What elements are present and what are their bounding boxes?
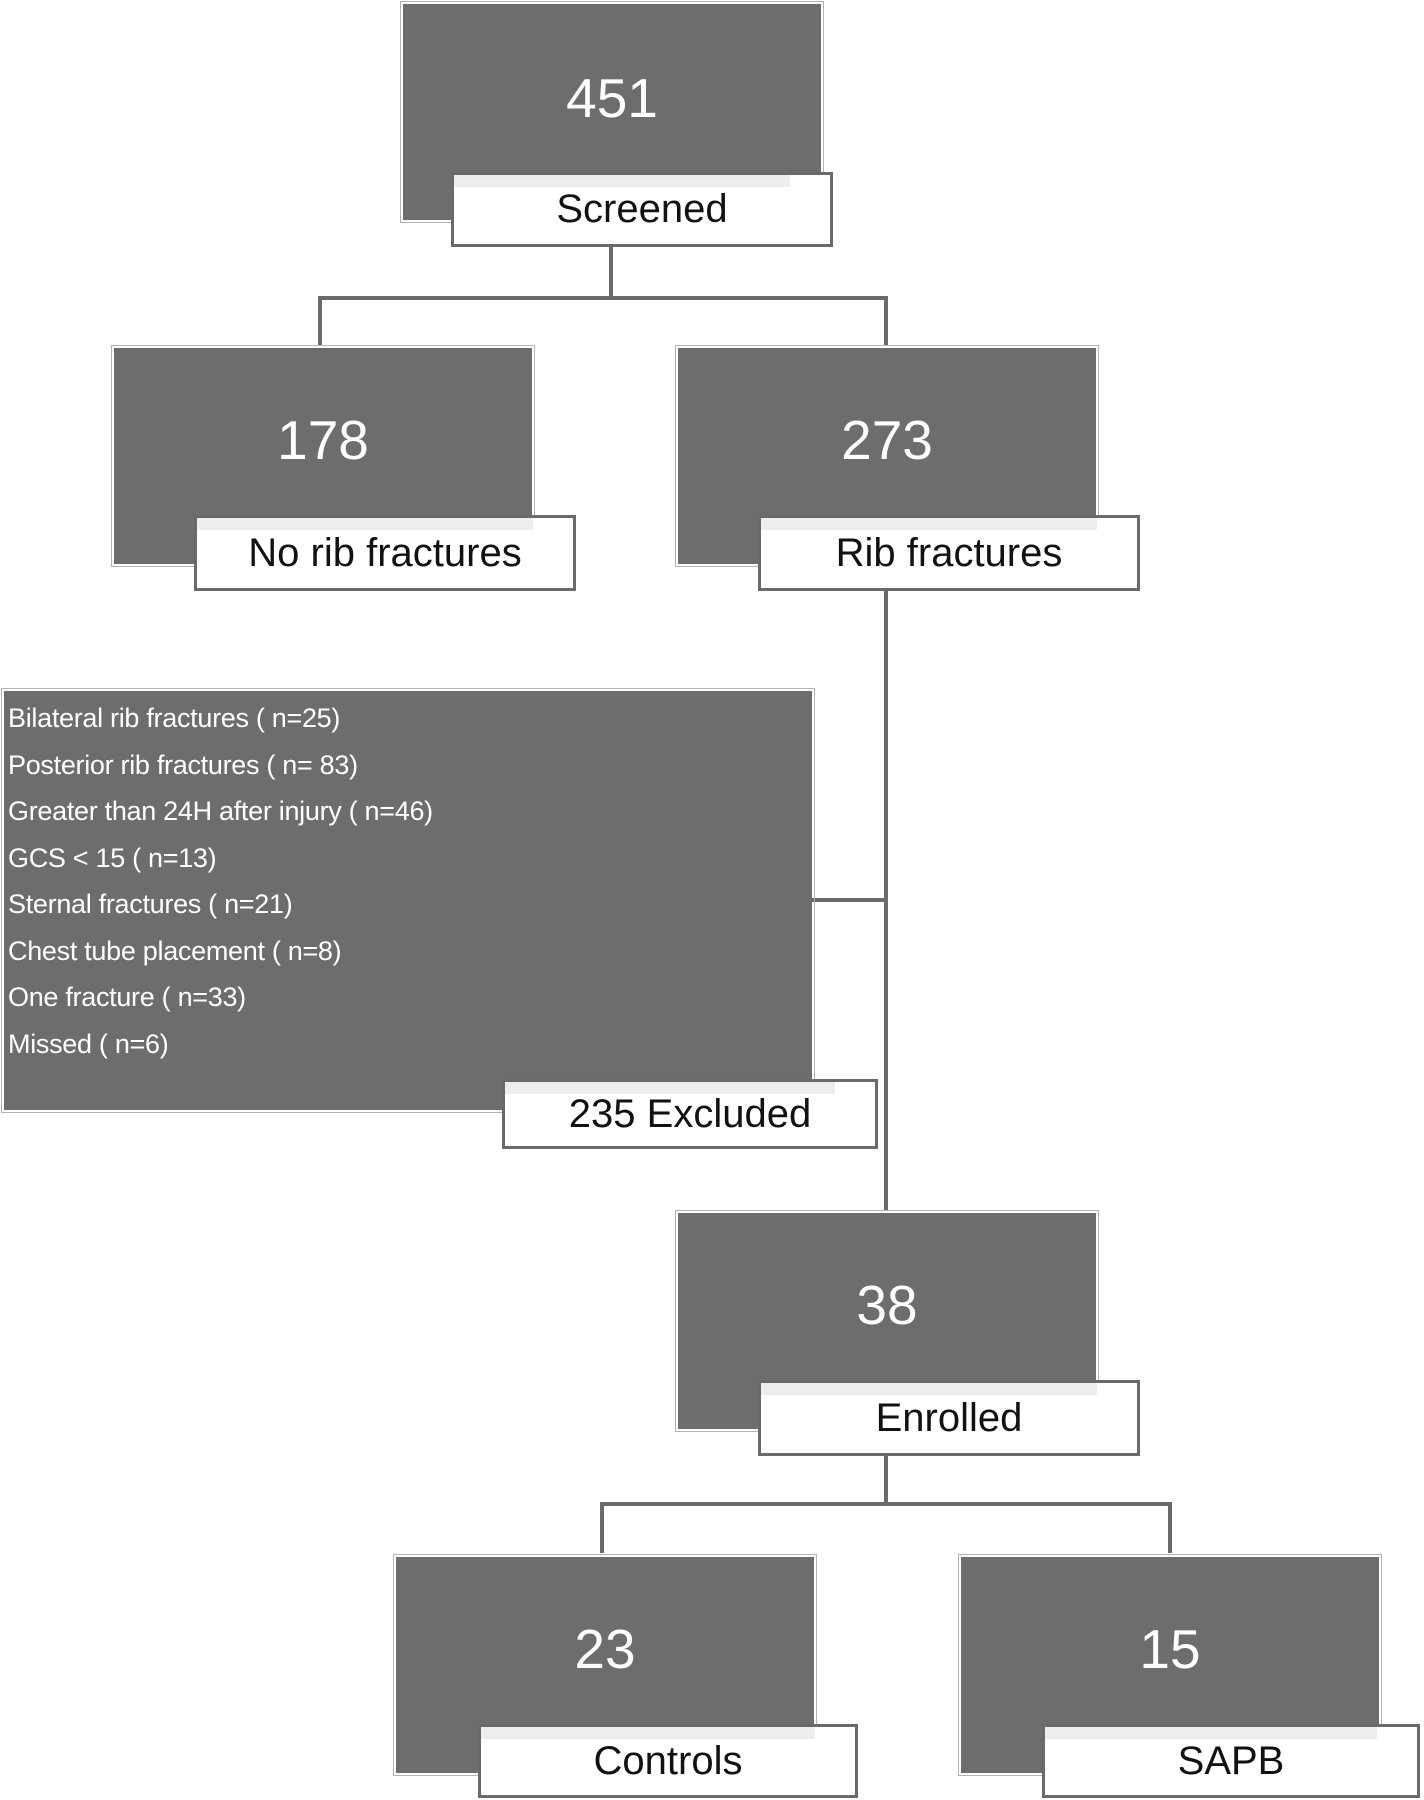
screened-label: Screened bbox=[451, 172, 833, 247]
enrolled-count: 38 bbox=[856, 1274, 918, 1336]
controls-count: 23 bbox=[574, 1618, 636, 1680]
excluded-box: Bilateral rib fractures ( n=25) Posterio… bbox=[1, 688, 815, 1113]
exclusion-criteria-list: Bilateral rib fractures ( n=25) Posterio… bbox=[8, 695, 433, 1067]
exclusion-criterion: Sternal fractures ( n=21) bbox=[8, 889, 293, 919]
rib-fractures-label: Rib fractures bbox=[758, 515, 1140, 591]
exclusion-criterion: Bilateral rib fractures ( n=25) bbox=[8, 703, 341, 733]
no-rib-fractures-count: 178 bbox=[277, 409, 369, 471]
exclusion-criterion: One fracture ( n=33) bbox=[8, 982, 246, 1012]
controls-label: Controls bbox=[478, 1724, 858, 1798]
enrolled-label: Enrolled bbox=[758, 1380, 1140, 1456]
screened-count: 451 bbox=[566, 67, 658, 129]
excluded-label: 235 Excluded bbox=[502, 1079, 878, 1149]
exclusion-criterion: GCS < 15 ( n=13) bbox=[8, 842, 217, 873]
exclusion-criterion: Posterior rib fractures ( n= 83) bbox=[8, 749, 358, 780]
sapb-label: SAPB bbox=[1042, 1724, 1420, 1798]
sapb-count: 15 bbox=[1139, 1618, 1201, 1680]
exclusion-criterion: Missed ( n=6) bbox=[8, 1028, 169, 1059]
no-rib-fractures-label: No rib fractures bbox=[194, 515, 576, 591]
exclusion-criterion: Greater than 24H after injury ( n=46) bbox=[8, 796, 433, 826]
exclusion-criterion: Chest tube placement ( n=8) bbox=[8, 935, 342, 966]
rib-fractures-count: 273 bbox=[841, 409, 933, 471]
